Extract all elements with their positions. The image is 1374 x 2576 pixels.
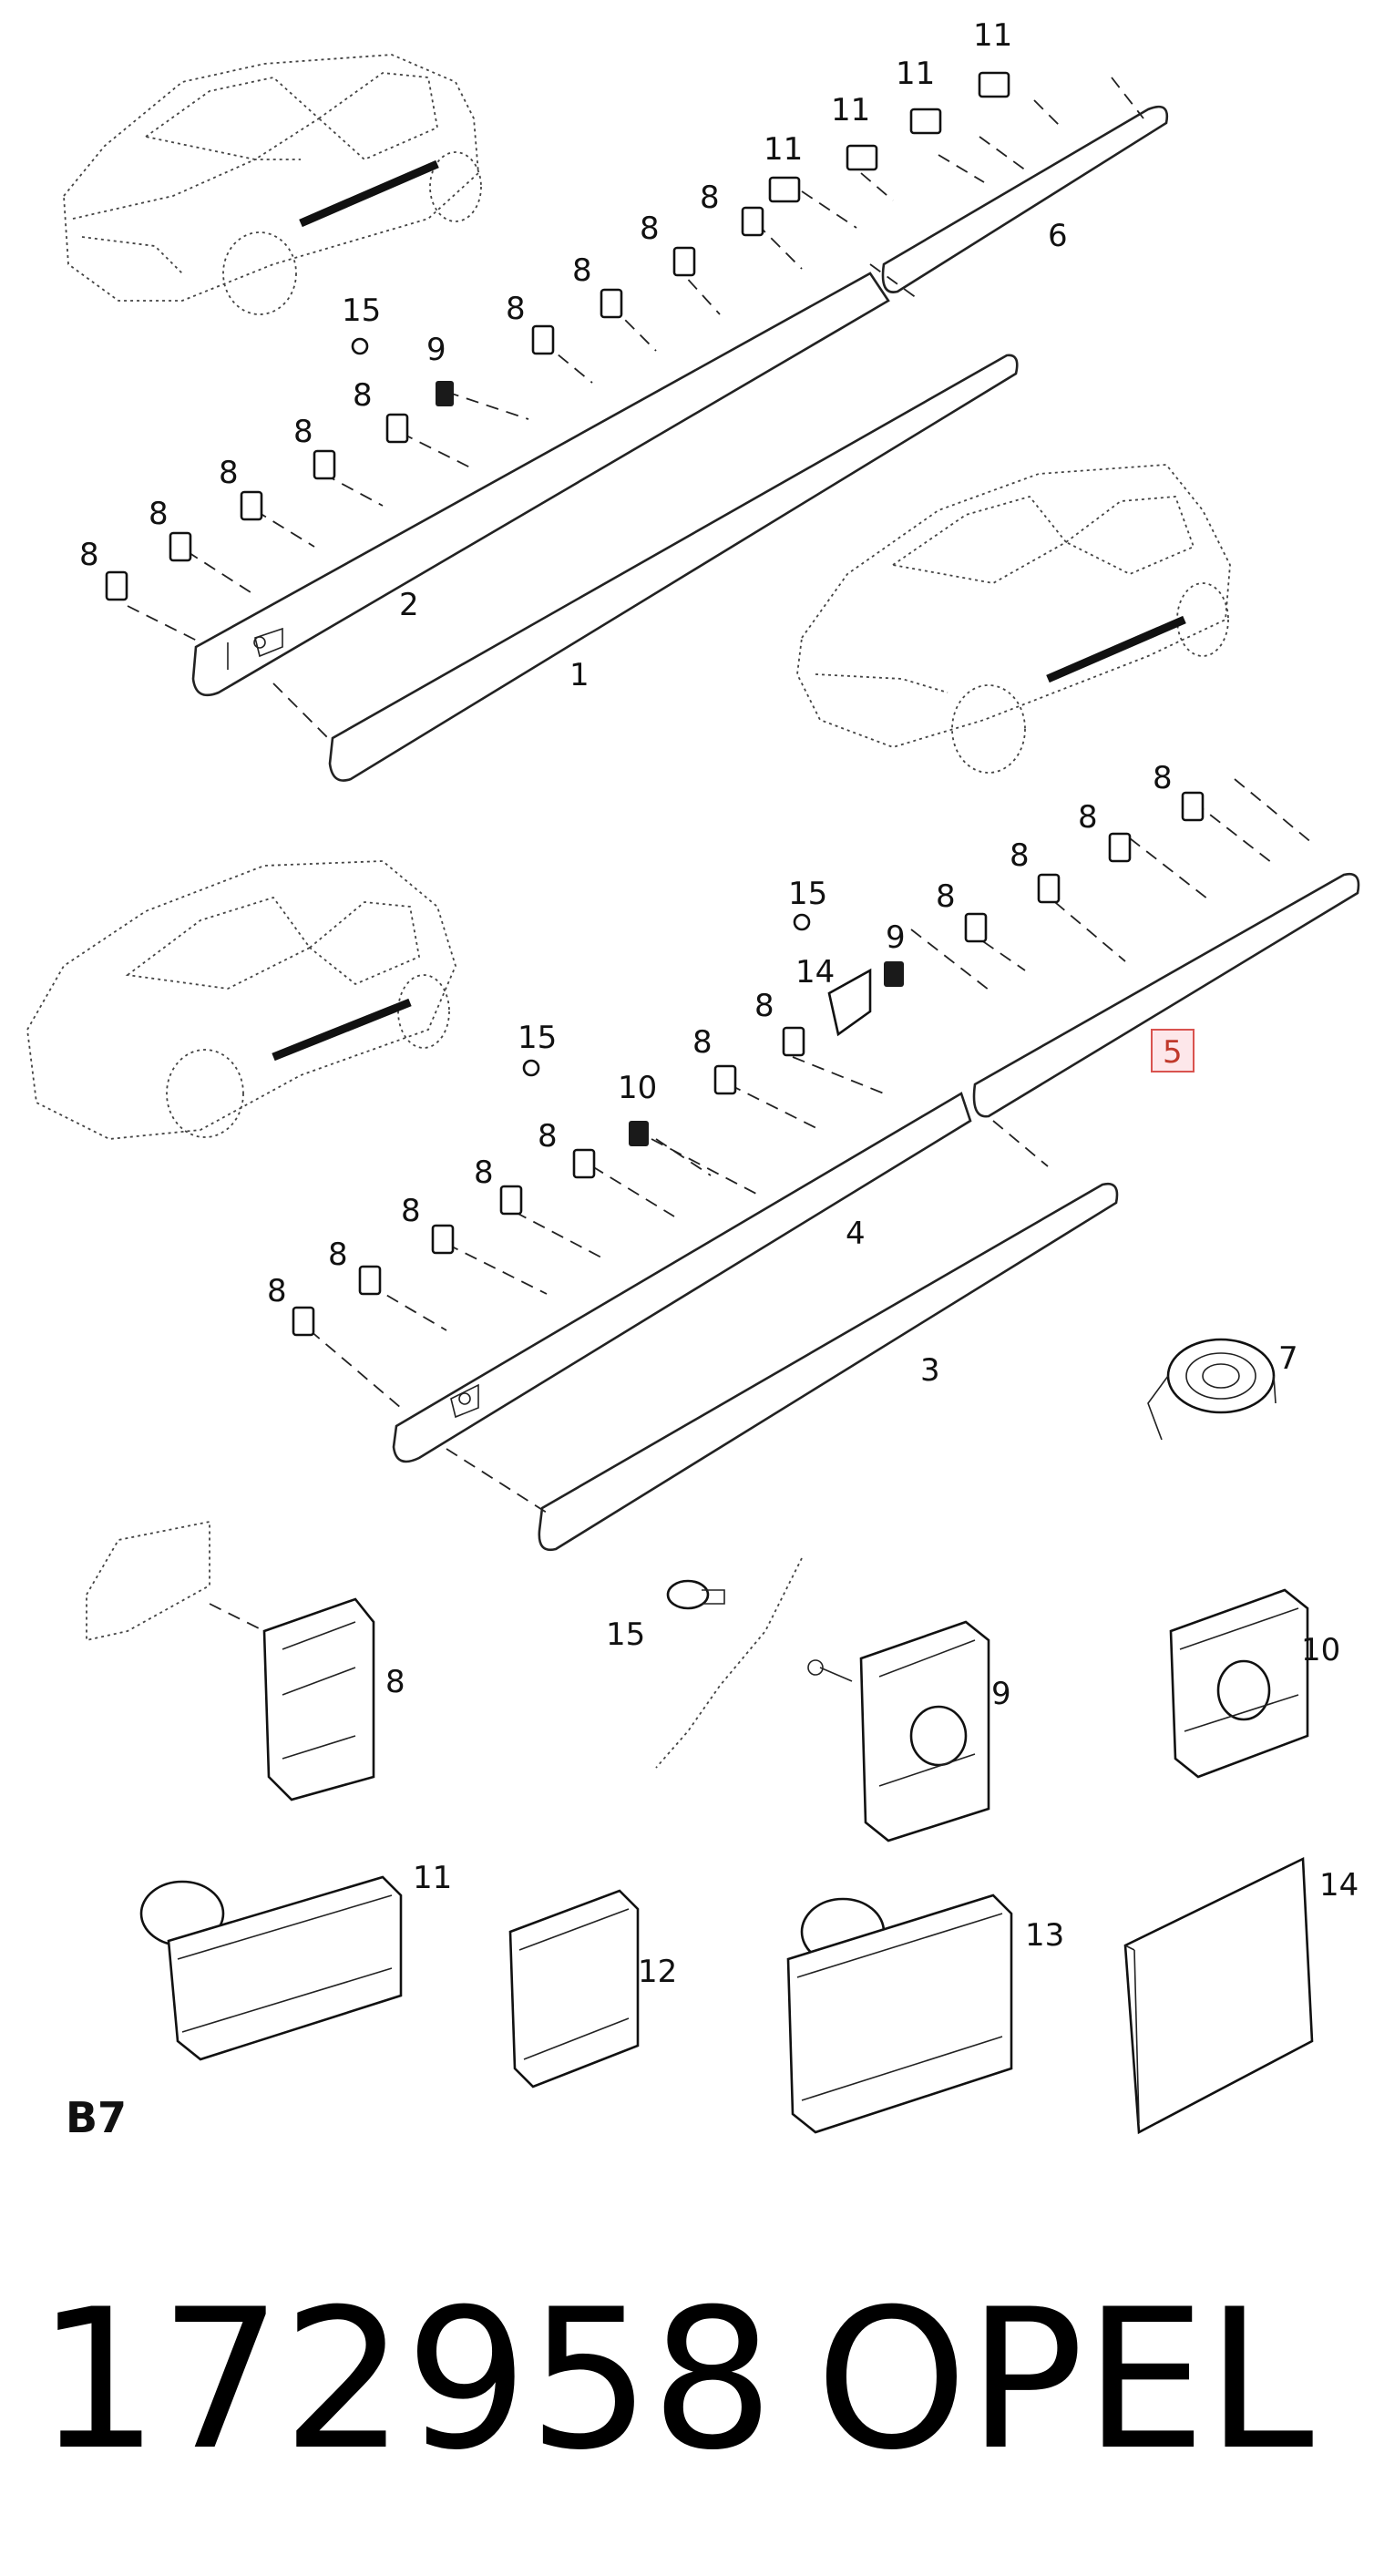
- callout-8: 8: [267, 1273, 287, 1309]
- callout-2: 2: [399, 587, 419, 623]
- detail-clip-10: [1169, 1588, 1309, 1779]
- moulding-strip-3: [538, 1182, 1119, 1552]
- moulding-strip-6: [881, 105, 1169, 293]
- car-sedan-moulding: [272, 998, 412, 1062]
- callout-5: 5: [1163, 1034, 1183, 1071]
- detail-screw-15: [655, 1557, 803, 1769]
- car-estate-moulding: [1046, 615, 1186, 683]
- callout-8: 8: [293, 414, 313, 450]
- detail-clip-11: [139, 1875, 403, 2061]
- callout-15: 15: [788, 876, 827, 912]
- callout-8: 8: [640, 210, 660, 247]
- brand-name: OPEL: [815, 2267, 1314, 2492]
- callout-15: 15: [342, 292, 381, 329]
- callout-8: 8: [538, 1118, 558, 1155]
- part-number: 172958: [36, 2267, 774, 2492]
- detail-clip-8: [86, 1520, 375, 1801]
- callout-8: 8: [328, 1237, 348, 1273]
- moulding-strip-2: [191, 272, 890, 697]
- callout-8: 8: [353, 377, 373, 414]
- car-estate-illustration: [796, 464, 1231, 774]
- callout-8: 8: [506, 291, 526, 327]
- callout-8: 8: [1010, 837, 1030, 874]
- callout-11: 11: [831, 92, 870, 128]
- callout-8: 8: [692, 1024, 713, 1061]
- callout-8: 8: [219, 455, 239, 491]
- callout-5-highlight: [1151, 1029, 1195, 1072]
- detail-clip-12: [508, 1889, 640, 2089]
- callout-8: 8: [149, 496, 169, 532]
- callout-8: 8: [936, 878, 956, 915]
- callout-8: 8: [572, 252, 592, 289]
- detail-clip-9: [807, 1620, 990, 1842]
- callout-8: 8: [401, 1193, 421, 1229]
- callout-11: 11: [973, 17, 1012, 54]
- callout-10: 10: [618, 1070, 657, 1106]
- callout-8: 8: [385, 1664, 405, 1700]
- callout-8: 8: [1078, 799, 1098, 836]
- car-hatchback-moulding: [299, 159, 439, 228]
- callout-14: 14: [1319, 1867, 1359, 1904]
- callout-4: 4: [846, 1216, 866, 1252]
- callout-15: 15: [518, 1020, 557, 1056]
- moulding-strip-5: [972, 872, 1360, 1118]
- callout-13: 13: [1025, 1917, 1064, 1954]
- clip-row-upper: [105, 71, 1010, 601]
- callout-1: 1: [569, 657, 590, 693]
- callout-14: 14: [795, 954, 835, 990]
- detail-clip-13: [786, 1894, 1013, 2134]
- callout-8: 8: [754, 988, 774, 1024]
- callout-11: 11: [413, 1860, 452, 1896]
- callout-6: 6: [1048, 218, 1068, 254]
- callout-11: 11: [896, 56, 935, 92]
- callout-8: 8: [79, 537, 99, 573]
- callout-3: 3: [920, 1352, 940, 1389]
- section-code: B7: [66, 2093, 127, 2142]
- callout-9: 9: [426, 332, 446, 368]
- callout-15: 15: [606, 1616, 645, 1653]
- callout-12: 12: [638, 1954, 677, 1990]
- detail-pad-14: [1123, 1856, 1314, 2135]
- moulding-strip-4: [392, 1092, 972, 1463]
- callout-labels: 11 11 11 11 8 8 6 8 8 15 9 8 8 8 8 8 2 1…: [79, 17, 1359, 1990]
- callout-10: 10: [1301, 1632, 1340, 1668]
- callout-11: 11: [764, 131, 803, 168]
- callout-9: 9: [886, 919, 906, 956]
- car-sedan-illustration: [26, 860, 456, 1140]
- car-hatchback-illustration: [63, 54, 482, 315]
- callout-7: 7: [1278, 1340, 1298, 1377]
- tape-roll-7: [1147, 1338, 1277, 1441]
- clip-row-lower: [292, 791, 1205, 1337]
- callout-8: 8: [700, 180, 720, 216]
- moulding-strip-1: [328, 354, 1019, 782]
- callout-8: 8: [474, 1155, 494, 1191]
- callout-9: 9: [991, 1676, 1011, 1712]
- callout-8: 8: [1153, 760, 1173, 796]
